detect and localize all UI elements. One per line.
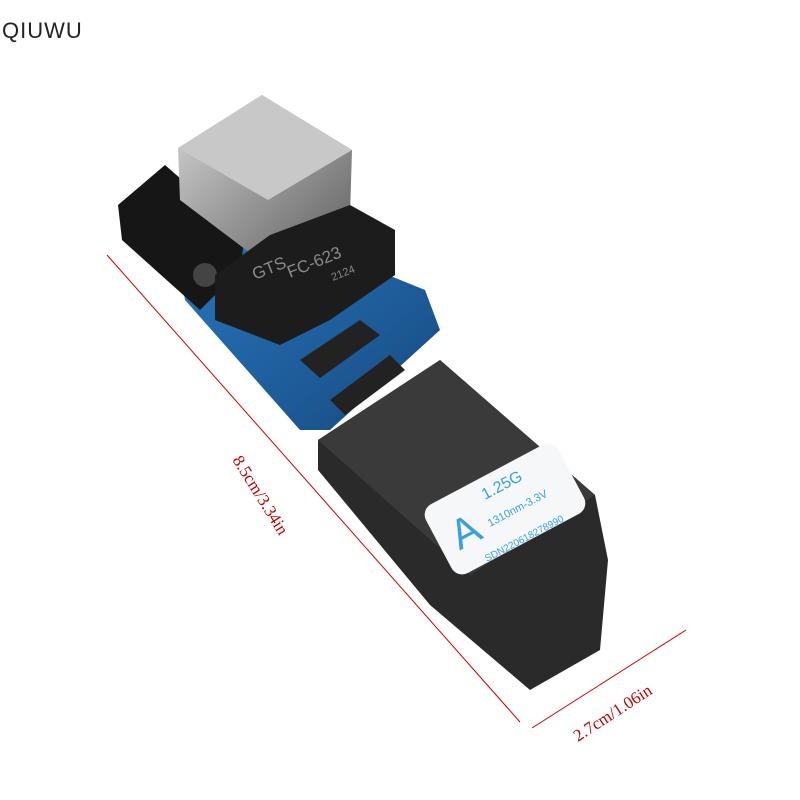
length-dimension-label: 8.5cm/3.34in: [229, 452, 293, 539]
length-dimension-line: [106, 254, 521, 723]
width-dimension-line: [531, 629, 687, 729]
dc-jack-hole: [193, 263, 217, 287]
ic-chip: [300, 320, 380, 378]
brand-watermark: QIUWU: [2, 18, 83, 43]
rj45-top: [178, 95, 352, 200]
transformer-chip: GTS FC-623 2124: [215, 205, 395, 345]
ic-chip: [330, 355, 405, 415]
width-dimension-label: 2.7cm/1.06in: [570, 680, 656, 745]
